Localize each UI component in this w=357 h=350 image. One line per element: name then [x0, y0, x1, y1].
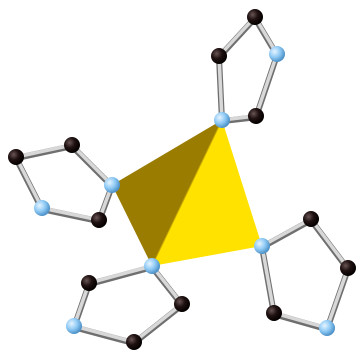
bond-n-left-metal-c-left-2 [69, 143, 115, 190]
bond-n-right-ring-c-right-3 [271, 311, 330, 333]
bond-c-right-3-n-right-metal [259, 244, 277, 318]
tetrahedron [112, 119, 262, 267]
bond-n-bottom-metal-c-bottom-1 [86, 264, 155, 288]
carbon-atom-c-right-3 [266, 305, 282, 321]
carbon-atom-c-top-1 [211, 48, 227, 64]
bond-c-bottom-2-c-bottom-3 [131, 302, 185, 347]
carbon-atom-c-left-1 [8, 149, 24, 165]
atom-layer [8, 9, 356, 350]
nitrogen-atom-n-top-ring [269, 46, 285, 62]
carbon-atom-c-right-1 [303, 211, 319, 227]
nitrogen-atom-n-bottom-metal [144, 258, 160, 274]
bond-c-top-1-c-top-2 [216, 15, 258, 61]
nitrogen-atom-n-top-metal [214, 112, 230, 128]
bond-c-right-2-n-right-ring [324, 266, 351, 333]
carbon-atom-c-left-2 [64, 137, 80, 153]
bond-n-bottom-ring-c-bottom-2 [71, 324, 137, 347]
nitrogen-atom-n-left-ring [34, 200, 50, 216]
nitrogen-atom-n-bottom-ring [66, 318, 82, 334]
bond-c-left-2-c-left-1 [13, 143, 75, 162]
nitrogen-atom-n-left-metal [104, 177, 120, 193]
tetrahedron-face-right [152, 120, 262, 266]
carbon-atom-c-top-2 [247, 9, 263, 25]
bond-c-left-1-n-left-ring [13, 155, 45, 213]
carbon-atom-c-bottom-2 [126, 334, 142, 350]
bond-n-top-metal-c-top-1 [216, 54, 225, 125]
nitrogen-atom-n-right-metal [254, 238, 270, 254]
bond-n-top-ring-c-top-3 [253, 52, 280, 121]
carbon-atom-c-bottom-3 [174, 296, 190, 312]
tetrahedron-face-left [112, 120, 222, 266]
carbon-atom-c-top-3 [248, 108, 264, 124]
bond-c-right-1-c-right-2 [308, 217, 351, 273]
bond-n-left-ring-c-left-3 [39, 206, 102, 225]
nitrogen-atom-n-right-ring [319, 320, 335, 336]
carbon-atom-c-right-2 [340, 260, 356, 276]
carbon-atom-c-bottom-1 [81, 275, 97, 291]
bond-n-right-metal-c-right-1 [259, 217, 314, 251]
carbon-atom-c-left-3 [91, 212, 107, 228]
